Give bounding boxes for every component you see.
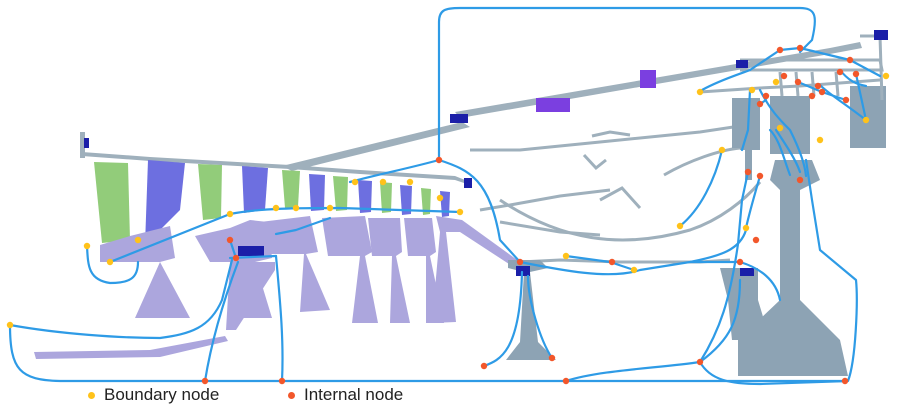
internal-node <box>435 156 443 164</box>
boundary-node <box>436 194 444 202</box>
boundary-node <box>351 178 359 186</box>
internal-node <box>736 258 744 266</box>
boundary-node <box>83 242 91 250</box>
seal-4 <box>464 178 472 188</box>
legend-internal-node: Internal node <box>288 384 403 406</box>
internal-node <box>756 172 764 180</box>
internal-node <box>776 46 784 54</box>
internal-node <box>842 96 850 104</box>
internal-node <box>841 377 849 385</box>
internal-node <box>480 362 488 370</box>
internal-node <box>852 70 860 78</box>
boundary-node <box>882 72 890 80</box>
bearing-2 <box>640 70 656 88</box>
internal-node <box>780 72 788 80</box>
legend-boundary-label: Boundary node <box>104 385 220 404</box>
internal-node <box>796 44 804 52</box>
internal-node <box>201 377 209 385</box>
compressor-blades <box>94 160 450 245</box>
blade-green-1 <box>94 162 130 243</box>
internal-node <box>744 168 752 176</box>
engine-geometry <box>34 30 888 376</box>
blade-blue-2 <box>242 166 268 213</box>
seal-6 <box>874 30 888 40</box>
boundary-node <box>134 236 142 244</box>
internal-node <box>696 358 704 366</box>
boundary-node <box>406 178 414 186</box>
boundary-node <box>106 258 114 266</box>
internal-node <box>226 236 234 244</box>
boundary-node <box>816 136 824 144</box>
boundary-node <box>676 222 684 230</box>
internal-node <box>278 377 286 385</box>
legend-boundary-node: Boundary node <box>88 384 219 406</box>
internal-node <box>794 78 802 86</box>
blade-green-3 <box>282 170 300 208</box>
boundary-node <box>630 266 638 274</box>
boundary-node <box>272 204 280 212</box>
boundary-node-marker-icon <box>88 391 95 399</box>
seal-8 <box>516 266 530 276</box>
internal-node <box>608 258 616 266</box>
network-nodes <box>6 44 890 385</box>
boundary-node <box>326 204 334 212</box>
internal-node <box>814 82 822 90</box>
boundary-node <box>292 204 300 212</box>
internal-node <box>818 88 826 96</box>
internal-node <box>796 176 804 184</box>
seal-2 <box>84 138 89 148</box>
boundary-node <box>696 88 704 96</box>
seal-7 <box>740 268 754 276</box>
boundary-node <box>6 321 14 329</box>
bearing-1 <box>536 98 570 112</box>
blade-green-2 <box>198 164 222 220</box>
boundary-node <box>776 124 784 132</box>
turbine-discs <box>506 86 886 376</box>
compressor-discs <box>100 216 520 330</box>
blade-blue-4 <box>358 180 372 213</box>
boundary-node <box>862 116 870 124</box>
blade-blue-6 <box>440 191 450 217</box>
blade-green-5 <box>380 182 392 213</box>
internal-node <box>562 377 570 385</box>
boundary-node <box>562 252 570 260</box>
internal-node <box>548 354 556 362</box>
internal-node <box>752 236 760 244</box>
low-pressure-shaft <box>34 336 228 359</box>
internal-node <box>846 56 854 64</box>
combustor-casing <box>470 124 762 264</box>
boundary-node <box>748 86 756 94</box>
internal-node <box>756 100 764 108</box>
internal-node-marker-icon <box>288 391 295 399</box>
blade-green-6 <box>421 188 431 215</box>
seal-1 <box>450 114 468 123</box>
blade-green-4 <box>333 176 348 211</box>
seal-3 <box>238 246 264 256</box>
legend-internal-label: Internal node <box>304 385 404 404</box>
internal-node <box>836 68 844 76</box>
internal-node <box>516 258 524 266</box>
boundary-node <box>742 224 750 232</box>
blade-blue-1 <box>145 160 185 245</box>
boundary-node <box>379 178 387 186</box>
blade-blue-5 <box>400 185 412 215</box>
seal-5 <box>736 60 748 68</box>
internal-node <box>762 92 770 100</box>
internal-node <box>808 92 816 100</box>
boundary-node <box>718 146 726 154</box>
boundary-node <box>456 208 464 216</box>
blade-blue-3 <box>309 174 325 211</box>
boundary-node <box>226 210 234 218</box>
internal-node <box>232 254 240 262</box>
bearings <box>84 30 888 276</box>
boundary-node <box>772 78 780 86</box>
connection-network <box>8 6 882 386</box>
